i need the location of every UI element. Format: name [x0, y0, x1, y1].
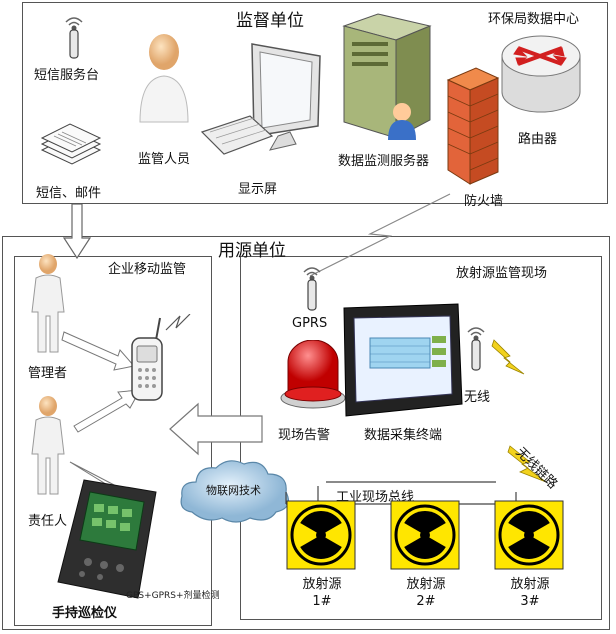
data-center-label: 环保局数据中心 [488, 12, 580, 27]
manager-person-icon [31, 254, 65, 353]
firewall-label: 防火墙 [464, 194, 504, 209]
supervisor-label: 监管人员 [138, 152, 191, 167]
source-2-label: 放射源 2# [386, 576, 466, 610]
mobile-phone-icon [131, 314, 191, 401]
wireless-link-icon [507, 445, 547, 483]
site-title: 放射源监管现场 [456, 266, 548, 281]
supervision-title: 监督单位 [236, 11, 304, 31]
router-icon [501, 35, 581, 113]
source-3-num: 3# [520, 594, 540, 609]
supervision-unit-box [22, 2, 608, 204]
left-arrow-icon [169, 402, 263, 456]
manager-label: 管理者 [28, 366, 68, 381]
radiation-source-3-icon [494, 500, 564, 570]
handheld-label: 手持巡检仪 [52, 606, 118, 621]
sms-server-label: 短信服务台 [34, 68, 100, 83]
responsible-label: 责任人 [28, 514, 68, 529]
terminal-label: 数据采集终端 [364, 428, 443, 443]
supervisor-person-icon [139, 34, 189, 123]
source-1-label: 放射源 1# [282, 576, 362, 610]
gprs-antenna-icon [303, 267, 321, 311]
monitor-icon [200, 43, 321, 155]
gprs-label: GPRS [292, 316, 328, 331]
mobile-arrows [61, 331, 141, 490]
data-terminal-icon [343, 303, 463, 417]
radiation-source-1-icon [286, 500, 356, 570]
alarm-light-icon [280, 340, 346, 409]
source-1-name: 放射源 [302, 577, 342, 592]
firewall-icon [446, 67, 500, 185]
source-2-num: 2# [416, 594, 436, 609]
documents-icon [40, 123, 102, 165]
source-3-label: 放射源 3# [490, 576, 570, 610]
sms-email-label: 短信、邮件 [36, 186, 102, 201]
down-arrow-icon [62, 204, 92, 260]
source-1-num: 1# [312, 594, 332, 609]
router-label: 路由器 [518, 132, 558, 147]
iot-cloud-icon [180, 460, 289, 523]
alarm-label: 现场告警 [278, 428, 331, 443]
mobile-title: 企业移动监管 [108, 262, 187, 277]
source-2-name: 放射源 [406, 577, 446, 592]
iot-label: 物联网技术 [206, 484, 261, 497]
device-caption: GPS+GPRS+剂量检测 [126, 591, 220, 601]
wan-link-line [309, 193, 451, 277]
source-3-name: 放射源 [510, 577, 550, 592]
display-label: 显示屏 [238, 182, 278, 197]
user-unit-title: 用源单位 [218, 241, 286, 261]
wireless-label: 无线 [464, 390, 491, 405]
responsible-person-icon [31, 396, 65, 495]
radiation-source-2-icon [390, 500, 460, 570]
wireless-antenna-icon [467, 327, 525, 375]
handheld-device-icon [57, 479, 157, 599]
user-unit-box [2, 236, 610, 630]
data-server-label: 数据监测服务器 [338, 154, 430, 169]
data-server-icon [342, 13, 432, 140]
sms-antenna-icon [65, 17, 83, 59]
